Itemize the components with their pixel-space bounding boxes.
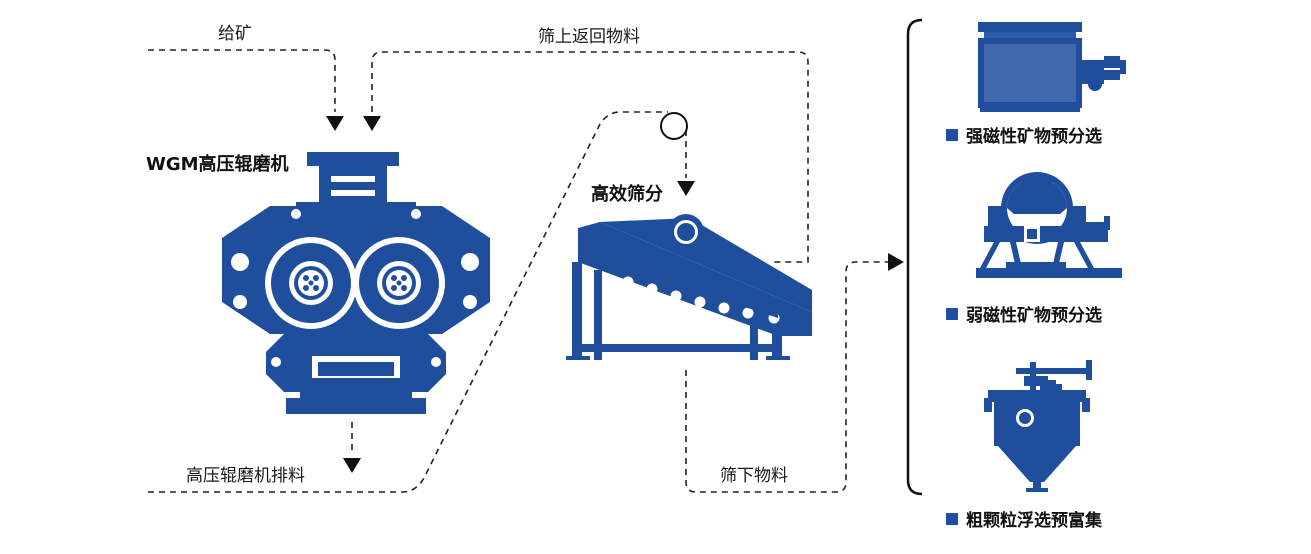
oversize-return-label: 筛上返回物料: [538, 27, 640, 47]
strong-magnetic-separator-icon: [978, 22, 1126, 112]
discharge-arrow-icon: [343, 458, 361, 473]
flow-arrows: [326, 116, 904, 473]
hpgr-name-label: WGM高压辊磨机: [146, 154, 289, 175]
feed-label: 给矿: [218, 24, 252, 44]
output-arrow-icon: [888, 253, 904, 271]
bullet-square-icon: [946, 512, 958, 525]
weak-magnetic-separator-icon: [976, 172, 1122, 278]
pulley-icon: [660, 112, 688, 140]
bullet-square-icon: [946, 307, 958, 320]
output-label: 粗颗粒浮选预富集: [966, 511, 1102, 531]
undersize-label: 筛下物料: [720, 466, 788, 486]
oversize-return-line: [371, 51, 809, 263]
return-arrow-icon: [363, 116, 381, 131]
vibrating-screen-icon: [566, 214, 812, 360]
output-bracket: [906, 18, 923, 496]
output-strong-magnetic: 强磁性矿物预分选: [946, 122, 1102, 147]
screen-name-label: 高效筛分: [591, 184, 663, 205]
feed-arrow-icon: [326, 116, 344, 131]
bullet-square-icon: [946, 128, 958, 141]
coarse-flotation-cell-icon: [984, 360, 1092, 492]
output-label: 弱磁性矿物预分选: [966, 306, 1102, 326]
undersize-line: [685, 261, 888, 493]
screen-feed-arrow-icon: [677, 181, 695, 196]
feed-line: [148, 49, 336, 112]
output-coarse-flotation: 粗颗粒浮选预富集: [946, 506, 1102, 531]
hpgr-discharge-label: 高压辊磨机排料: [186, 466, 305, 486]
output-label: 强磁性矿物预分选: [966, 127, 1102, 147]
discharge-to-screen-line: [148, 111, 668, 493]
output-weak-magnetic: 弱磁性矿物预分选: [946, 301, 1102, 326]
hpgr-machine-icon: [222, 152, 490, 414]
